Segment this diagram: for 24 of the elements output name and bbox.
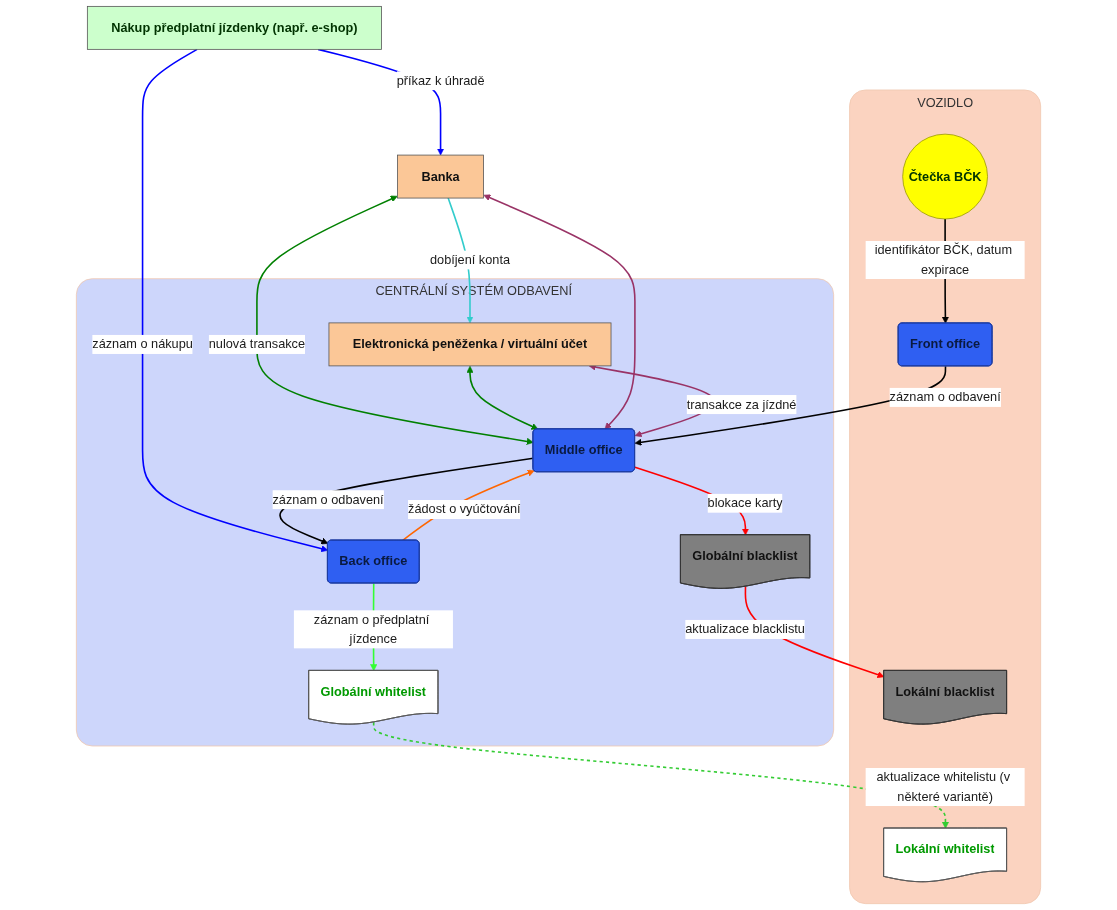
- edge-label: záznam o nákupu: [92, 337, 193, 351]
- arrow: [372, 721, 949, 829]
- arrow: [141, 48, 329, 553]
- edge-label: aktualizace whitelistu (v některé variantě): [876, 770, 1011, 803]
- node-box: Elektronická peněženka / virtuální účet: [328, 322, 612, 367]
- edge-label: identifikátor BČK, datum expirace: [874, 243, 1013, 276]
- edge-label: záznam o odbavení: [272, 492, 384, 507]
- edge-label: žádost o vyúčtování: [408, 502, 521, 516]
- edge-label: dobíjení konta: [429, 252, 511, 267]
- edge-label: nulová transakce: [208, 337, 306, 351]
- edge-label: transakce za jízdné: [686, 397, 797, 411]
- edge-label: aktualizace blacklistu: [685, 622, 805, 636]
- node-circle: Čtečka BČK: [902, 133, 988, 220]
- arrow: [466, 365, 539, 430]
- edge-label: příkaz k úhradě: [396, 73, 485, 88]
- arrow: [634, 365, 947, 446]
- arrow: [279, 457, 535, 545]
- arrow: [483, 194, 636, 430]
- edge-label: záznam o odbavení: [889, 390, 1001, 404]
- edge-label: záznam o předplatní jízdence: [313, 612, 430, 646]
- arrow: [401, 469, 535, 542]
- node-box: Nákup předplatní jízdenky (např. e-shop): [86, 5, 382, 50]
- node-box: Banka: [397, 154, 484, 199]
- edge-label: blokace karty: [707, 496, 783, 510]
